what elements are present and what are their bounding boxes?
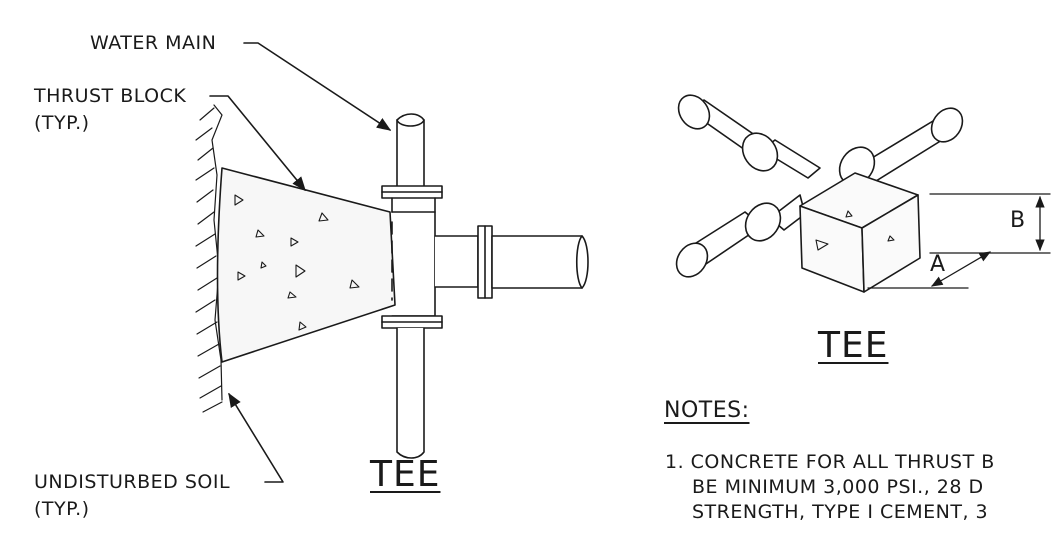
thrust-block-typ: (TYP.) bbox=[34, 112, 90, 134]
right-caption: TEE bbox=[818, 325, 889, 366]
dimension-b bbox=[929, 193, 1051, 254]
dim-a-label: A bbox=[930, 252, 946, 277]
left-caption: TEE bbox=[370, 454, 441, 495]
soil-typ: (TYP.) bbox=[34, 498, 90, 520]
water-main-pipe bbox=[381, 113, 443, 459]
dimension-a bbox=[867, 251, 992, 289]
note-line-2: BE MINIMUM 3,000 PSI., 28 D bbox=[692, 476, 984, 498]
iso-pipes bbox=[675, 94, 964, 278]
thrust-block-label: THRUST BLOCK bbox=[34, 85, 187, 107]
tee-branch-pipe bbox=[434, 225, 589, 299]
note-line-1: 1. CONCRETE FOR ALL THRUST B bbox=[665, 451, 995, 473]
water-main-leader bbox=[243, 42, 392, 131]
note-line-3: STRENGTH, TYPE I CEMENT, 3 bbox=[692, 501, 989, 523]
thrust-block bbox=[216, 167, 396, 363]
notes-heading: NOTES: bbox=[664, 398, 750, 423]
soil-label: UNDISTURBED SOIL bbox=[34, 471, 231, 493]
soil-leader bbox=[228, 392, 284, 483]
water-main-label: WATER MAIN bbox=[90, 32, 217, 54]
thrust-block-leader bbox=[209, 95, 306, 192]
dim-b-label: B bbox=[1010, 208, 1026, 233]
iso-thrust-block bbox=[799, 172, 921, 293]
aggregate-marks bbox=[234, 194, 360, 331]
soil-hatching bbox=[195, 104, 223, 413]
